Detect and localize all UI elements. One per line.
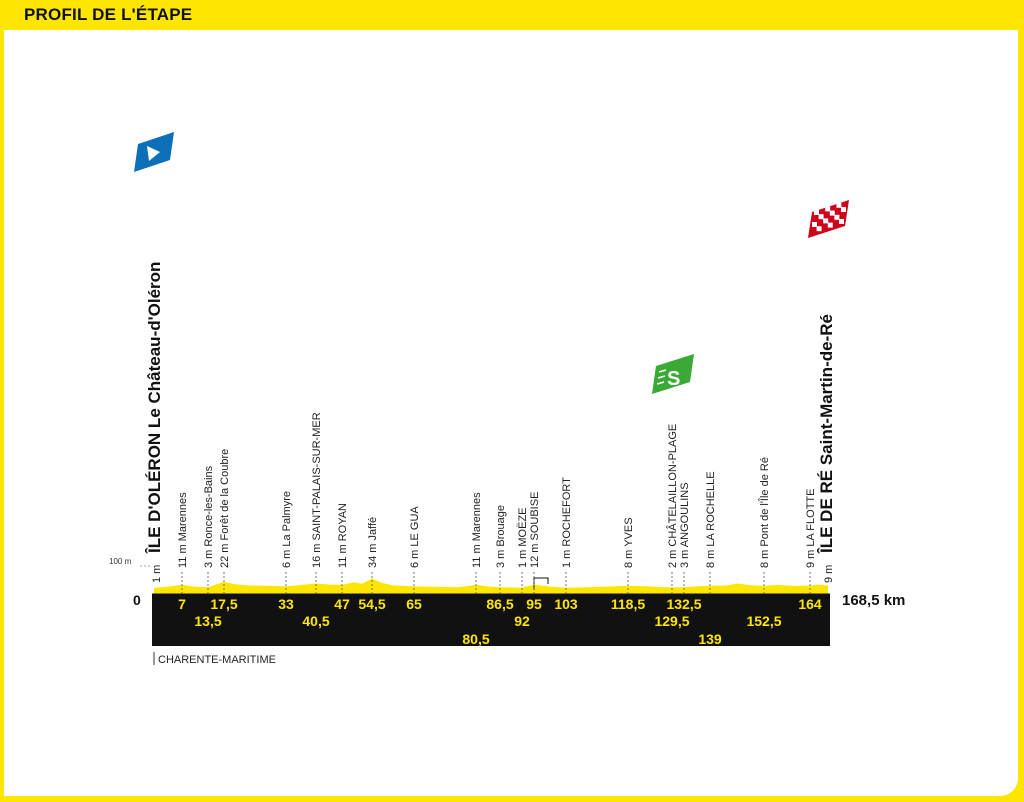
waypoint-label: 11 m Marennes: [471, 492, 483, 568]
waypoint-km-label: 17,5: [210, 596, 237, 612]
waypoint-km-label: 92: [514, 613, 530, 629]
waypoint-label: 6 m LE GUA: [409, 506, 421, 568]
checkered-finish-flag-icon: [808, 200, 849, 238]
svg-text:S: S: [667, 368, 680, 390]
waypoint-km-label: 47: [334, 596, 350, 612]
waypoint-label: 16 m SAINT-PALAIS-SUR-MER: [311, 412, 323, 568]
waypoint-label: 8 m YVES: [623, 517, 635, 568]
waypoint-label: 3 m Brouage: [495, 505, 507, 568]
waypoint-km-label: 7: [178, 596, 186, 612]
waypoint-label: 34 m Jaffé: [367, 517, 379, 568]
km-band: [152, 594, 830, 646]
region-label: CHARENTE-MARITIME: [158, 654, 276, 666]
waypoint-km-label: 132,5: [666, 596, 701, 612]
waypoint-km-label: 86,5: [486, 596, 513, 612]
waypoint-km-label: 13,5: [194, 613, 221, 629]
waypoint-label: 3 m Ronce-les-Bains: [203, 465, 215, 568]
x-start-label: 0: [133, 592, 141, 608]
elevation-profile-area: [154, 578, 828, 594]
waypoint-km-label: 54,5: [358, 596, 385, 612]
waypoint-label: 11 m Marennes: [177, 492, 189, 568]
waypoint-label: 8 m Pont de l'Île de Ré: [758, 457, 771, 568]
y-axis-tick-label: 100 m: [109, 557, 132, 566]
start-altitude-label: 1 m: [151, 565, 163, 583]
waypoint-label: 3 m ANGOULINS: [679, 482, 691, 568]
waypoint-km-label: 103: [554, 596, 578, 612]
waypoint-label: 8 m LA ROCHELLE: [705, 471, 717, 568]
waypoint-km-label: 65: [406, 596, 422, 612]
waypoint-km-label: 139: [698, 631, 722, 647]
waypoint-markers: 11 m Marennes 7 3 m Ronce-les-Bains 13,5 22 …: [177, 412, 822, 647]
waypoint-label: 12 m SOUBISE: [529, 492, 541, 568]
waypoint-km-label: 164: [798, 596, 822, 612]
waypoint-label: 2 m CHÂTELAILLON-PLAGE: [666, 424, 679, 568]
waypoint-km-label: 152,5: [746, 613, 781, 629]
waypoint-label: 1 m ROCHEFORT: [561, 477, 573, 568]
waypoint-label: 22 m Forêt de la Coubre: [219, 449, 231, 568]
waypoint-label: 9 m LA FLOTTE: [805, 489, 817, 568]
finish-altitude-label: 9 m: [823, 565, 835, 583]
intermediate-sprint-S-icon: S: [652, 354, 694, 394]
waypoint-km-label: 118,5: [611, 596, 645, 612]
waypoint-km-label: 129,5: [654, 613, 689, 629]
waypoint-km-label: 40,5: [302, 613, 329, 629]
waypoint-label: 1 m MOËZE: [517, 507, 529, 568]
page-title: PROFIL DE L'ÉTAPE: [24, 5, 193, 24]
waypoint-km-label: 33: [278, 596, 294, 612]
start-town-name: ÎLE D'OLÉRON Le Château-d'Oléron: [145, 262, 164, 554]
waypoint-km-label: 95: [526, 596, 542, 612]
waypoint-km-label: 80,5: [462, 631, 489, 647]
finish-town-name: ÎLE DE RÉ Saint-Martin-de-Ré: [817, 314, 836, 554]
x-end-label: 168,5 km: [842, 592, 905, 609]
header-bar: PROFIL DE L'ÉTAPE: [0, 0, 1024, 30]
start-flag-icon: [134, 132, 174, 172]
waypoint-label: 11 m ROYAN: [337, 503, 349, 568]
waypoint-label: 6 m La Palmyre: [281, 491, 293, 568]
chart-panel: [4, 30, 1018, 796]
